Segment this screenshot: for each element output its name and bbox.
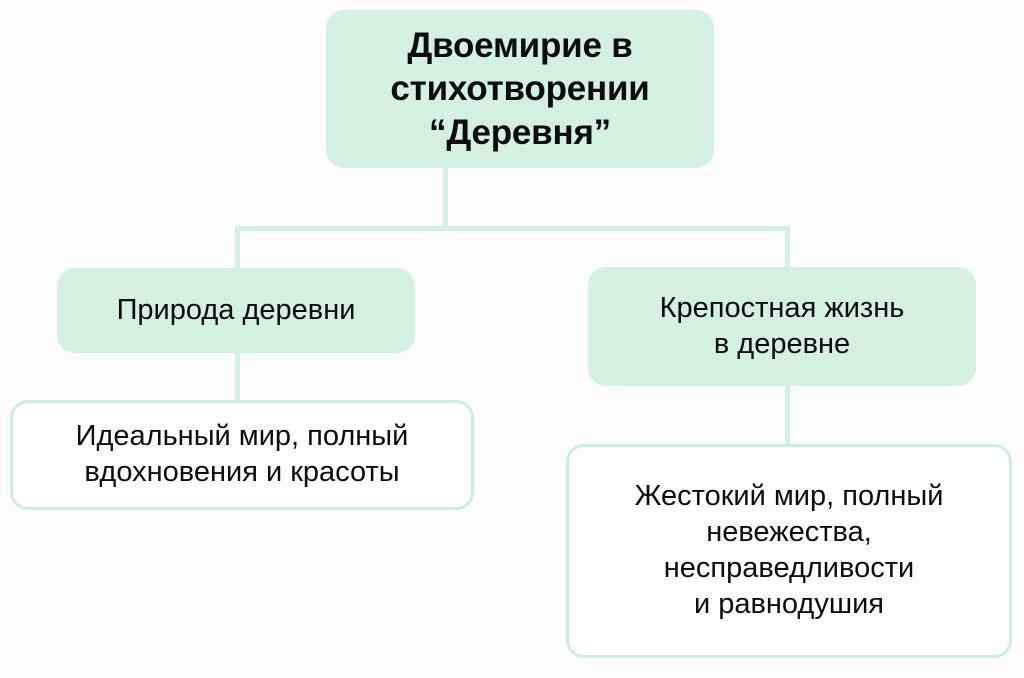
node-branch-serfdom-label: Крепостная жизнь в деревне [659, 291, 905, 360]
node-branch-nature[interactable]: Природа деревни [57, 268, 415, 353]
node-leaf-serfdom-detail-label: Жестокий мир, полный невежества, несправ… [634, 480, 944, 620]
connector-serfdom-to-detail [785, 384, 790, 448]
node-leaf-serfdom-detail[interactable]: Жестокий мир, полный невежества, несправ… [566, 444, 1012, 658]
node-root[interactable]: Двоемирие в стихотворении “Деревня” [326, 10, 714, 168]
node-root-label: Двоемирие в стихотворении “Деревня” [390, 25, 650, 152]
node-leaf-nature-detail-label: Идеальный мир, полный вдохновения и крас… [75, 420, 409, 488]
node-branch-serfdom[interactable]: Крепостная жизнь в деревне [588, 267, 976, 386]
node-leaf-nature-detail[interactable]: Идеальный мир, полный вдохновения и крас… [10, 400, 474, 510]
connector-bar-to-nature [235, 226, 240, 271]
connector-nature-to-detail [235, 350, 240, 404]
connector-bar-to-serfdom [785, 226, 790, 271]
connector-horizontal-bar [235, 226, 790, 231]
connector-root-stem [443, 167, 448, 229]
node-branch-nature-label: Природа деревни [116, 293, 356, 326]
